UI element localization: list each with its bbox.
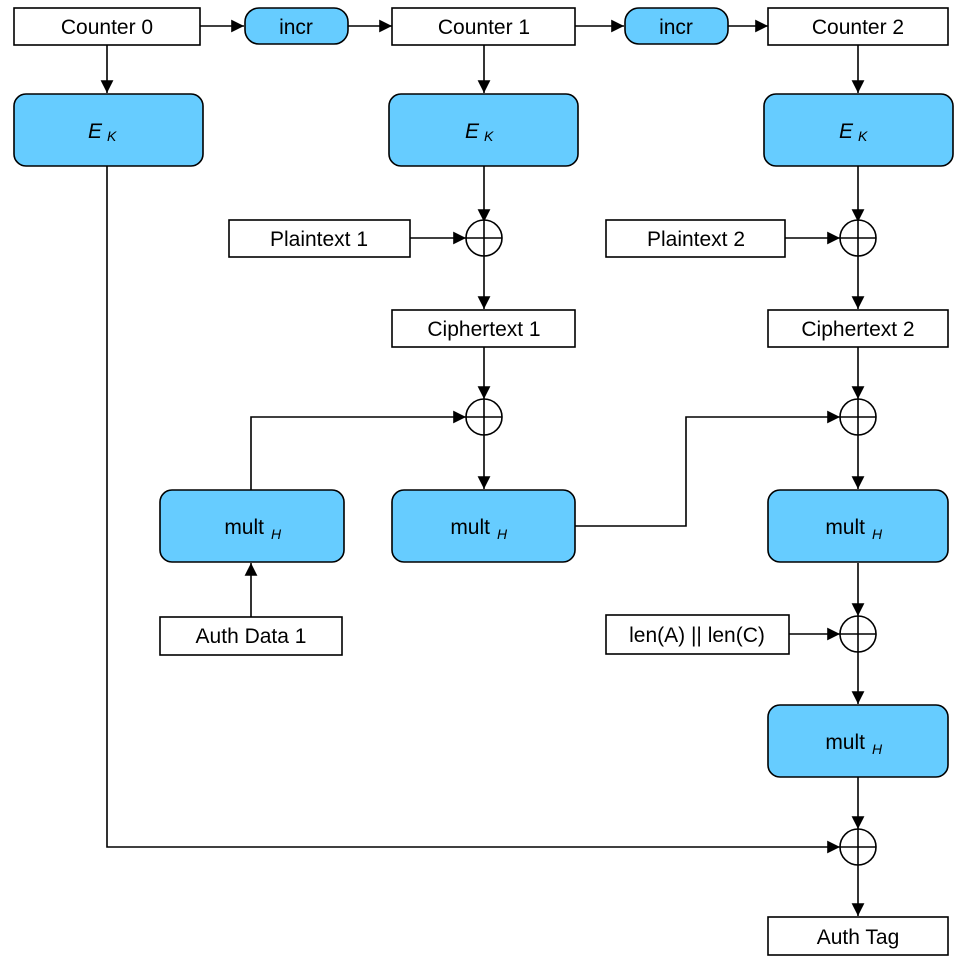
xor-ghash-2 bbox=[839, 398, 877, 436]
incr-label-1: incr bbox=[279, 16, 313, 39]
ciphertext-2-box: Ciphertext 2 bbox=[767, 309, 949, 348]
encrypt-block-0: E K bbox=[13, 93, 204, 167]
encrypt-block-2: E K bbox=[763, 93, 954, 167]
encrypt-subscript-0: K bbox=[107, 128, 117, 144]
mult-subscript-1: H bbox=[497, 526, 508, 542]
xor-lengths bbox=[839, 615, 877, 653]
encrypt-label-0: E bbox=[88, 120, 103, 143]
xor-plaintext-2 bbox=[839, 219, 877, 257]
incr-block-1: incr bbox=[244, 7, 349, 45]
mult-subscript-2: H bbox=[872, 526, 883, 542]
lengths-label: len(A) || len(C) bbox=[629, 624, 765, 647]
counter-0-box: Counter 0 bbox=[13, 7, 201, 46]
plaintext-1-label: Plaintext 1 bbox=[270, 228, 368, 251]
counter-2-label: Counter 2 bbox=[812, 16, 904, 39]
xor-ghash-1 bbox=[465, 398, 503, 436]
xor-final bbox=[839, 828, 877, 866]
encrypt-block-1: E K bbox=[388, 93, 579, 167]
mult-block-auth: mult H bbox=[159, 489, 345, 563]
plaintext-2-label: Plaintext 2 bbox=[647, 228, 745, 251]
mult-subscript-auth: H bbox=[271, 526, 282, 542]
xor-plaintext-1 bbox=[465, 219, 503, 257]
ciphertext-1-box: Ciphertext 1 bbox=[391, 309, 576, 348]
auth-data-box: Auth Data 1 bbox=[159, 616, 343, 656]
counter-0-label: Counter 0 bbox=[61, 16, 153, 39]
incr-block-2: incr bbox=[624, 7, 729, 45]
encrypt-subscript-2: K bbox=[858, 128, 868, 144]
plaintext-1-box: Plaintext 1 bbox=[228, 219, 411, 258]
mult-block-1: mult H bbox=[391, 489, 576, 563]
counter-1-label: Counter 1 bbox=[438, 16, 530, 39]
mult-subscript-final: H bbox=[872, 741, 883, 757]
mult-block-final: mult H bbox=[767, 704, 949, 778]
lengths-box: len(A) || len(C) bbox=[605, 614, 790, 655]
auth-data-label: Auth Data 1 bbox=[196, 625, 307, 648]
mult-label-1: mult bbox=[450, 516, 490, 539]
auth-tag-box: Auth Tag bbox=[767, 916, 949, 956]
encrypt-label-1: E bbox=[465, 120, 480, 143]
mult-block-2: mult H bbox=[767, 489, 949, 563]
ciphertext-1-label: Ciphertext 1 bbox=[427, 318, 540, 341]
encrypt-label-2: E bbox=[839, 120, 854, 143]
plaintext-2-box: Plaintext 2 bbox=[605, 219, 786, 258]
mult-label-auth: mult bbox=[224, 516, 264, 539]
incr-label-2: incr bbox=[659, 16, 693, 39]
connector-lines bbox=[100, 19, 865, 916]
counter-1-box: Counter 1 bbox=[391, 7, 576, 46]
encrypt-subscript-1: K bbox=[484, 128, 494, 144]
auth-tag-label: Auth Tag bbox=[817, 926, 900, 949]
mult-label-final: mult bbox=[825, 731, 865, 754]
ciphertext-2-label: Ciphertext 2 bbox=[801, 318, 914, 341]
counter-2-box: Counter 2 bbox=[767, 7, 949, 46]
mult-label-2: mult bbox=[825, 516, 865, 539]
